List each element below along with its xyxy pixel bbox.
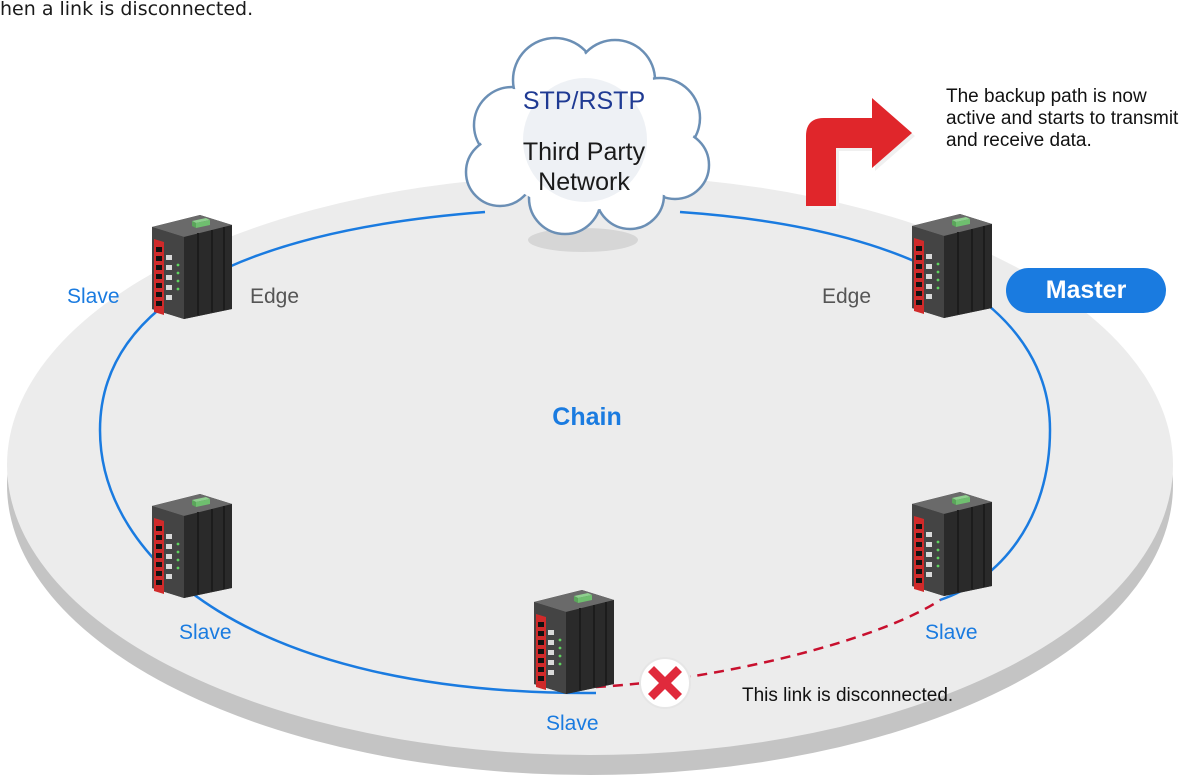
switch-icon: [911, 213, 993, 319]
slave-label-left-top: Slave: [67, 285, 120, 308]
slave-label-right-bottom: Slave: [925, 621, 978, 644]
cloud-subtitle: Third Party Network: [522, 138, 646, 196]
x-mark-icon: [639, 657, 691, 709]
backup-path-note: The backup path is now active and starts…: [946, 86, 1179, 151]
master-badge: Master: [1006, 268, 1166, 313]
switch-icon: [151, 493, 233, 599]
switch-icon: [911, 491, 993, 597]
ring-label: Chain: [552, 403, 622, 431]
platform: [7, 175, 1173, 775]
cloud-title: STP/RSTP: [522, 87, 646, 115]
disconnected-note: This link is disconnected.: [742, 685, 954, 706]
intro-text: hen a link is disconnected.: [0, 0, 254, 20]
edge-label-left: Edge: [250, 285, 300, 308]
turn-right-arrow-icon: [806, 98, 915, 209]
slave-label-bottom: Slave: [546, 712, 599, 735]
edge-label-right: Edge: [822, 285, 872, 308]
switch-icon: [533, 589, 615, 695]
switch-icon: [151, 214, 233, 320]
slave-label-left-bottom: Slave: [179, 621, 232, 644]
ring-link: [679, 210, 1052, 602]
ring-link: [98, 210, 597, 695]
cloud-icon: [464, 36, 711, 252]
